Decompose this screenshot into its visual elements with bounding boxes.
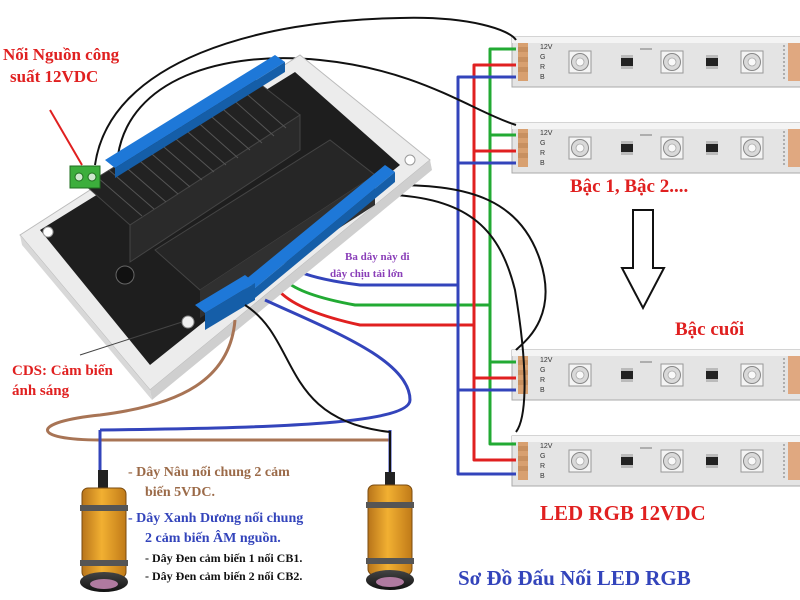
led-title: LED RGB 12VDC [540, 501, 706, 525]
note-black-2: - Dây Đen cảm biến 2 nối CB2. [145, 569, 302, 583]
capacitor [115, 265, 135, 285]
pin-label-g: G [540, 367, 545, 374]
diagram-title: Sơ Đồ Đấu Nối LED RGB [458, 566, 691, 590]
black-wire [244, 304, 391, 475]
pin-label-r: R [540, 150, 545, 157]
led-strip-3: 12V G R B [512, 350, 800, 400]
pin-label-12v: 12V [540, 130, 553, 137]
blue-wire [456, 75, 516, 476]
note-blue-line2: 2 cảm biến ÂM nguồn. [145, 529, 281, 546]
sensor-cables [46, 298, 412, 475]
note-brown-line2: biến 5VDC. [145, 485, 215, 500]
last-step-label: Bậc cuối [675, 319, 744, 340]
pin-label-g: G [540, 453, 545, 460]
heavy-wire-label-line1: Ba dây này đi [345, 251, 410, 263]
led-strip-4: 12V G R B [512, 436, 800, 486]
cds-label-line1: CDS: Cảm biến [12, 363, 113, 379]
relay-array [84, 79, 301, 263]
relay-board [19, 54, 432, 400]
pin-label-12v: 12V [540, 443, 553, 450]
power-black-wires [94, 16, 547, 433]
sensor-2 [366, 472, 414, 590]
steps-label: Bậc 1, Bậc 2.... [570, 176, 688, 197]
red-wire [472, 63, 516, 462]
blue-wire [99, 298, 412, 432]
power-terminal [69, 165, 101, 189]
cds-sensor-icon [181, 315, 195, 329]
pin-label-r: R [540, 64, 545, 71]
pin-label-r: R [540, 463, 545, 470]
cds-pointer-line [79, 321, 183, 356]
red-wire [278, 290, 474, 327]
led-strip-2: 12V G R B [512, 123, 800, 173]
down-arrow-icon [620, 209, 666, 311]
heavy-wire-label-line2: dây chịu tải lớn [330, 268, 403, 280]
pin-label-b: B [540, 387, 545, 394]
sensor-1 [80, 470, 128, 592]
note-black-1: - Dây Đen cảm biến 1 nối CB1. [145, 551, 302, 565]
pin-label-r: R [540, 377, 545, 384]
power-label-line1: Nối Nguồn công [3, 45, 120, 64]
brown-wire [46, 319, 390, 442]
pin-label-b: B [540, 74, 545, 81]
pin-label-g: G [540, 140, 545, 147]
pin-label-b: B [540, 473, 545, 480]
note-brown-line1: - Dây Nâu nối chung 2 cảm [128, 465, 290, 480]
power-pointer-line [49, 109, 83, 166]
note-blue-line1: - Dây Xanh Dương nối chung [128, 511, 303, 526]
pin-label-g: G [540, 54, 545, 61]
pin-label-b: B [540, 160, 545, 167]
power-label-line2: suất 12VDC [10, 67, 98, 86]
green-wire [488, 47, 516, 446]
cds-label-line2: ánh sáng [12, 383, 70, 399]
led-strip-1: 12V G R B [512, 37, 800, 87]
pin-label-12v: 12V [540, 357, 553, 364]
pin-label-12v: 12V [540, 44, 553, 51]
rgb-bus-wires [278, 47, 516, 476]
